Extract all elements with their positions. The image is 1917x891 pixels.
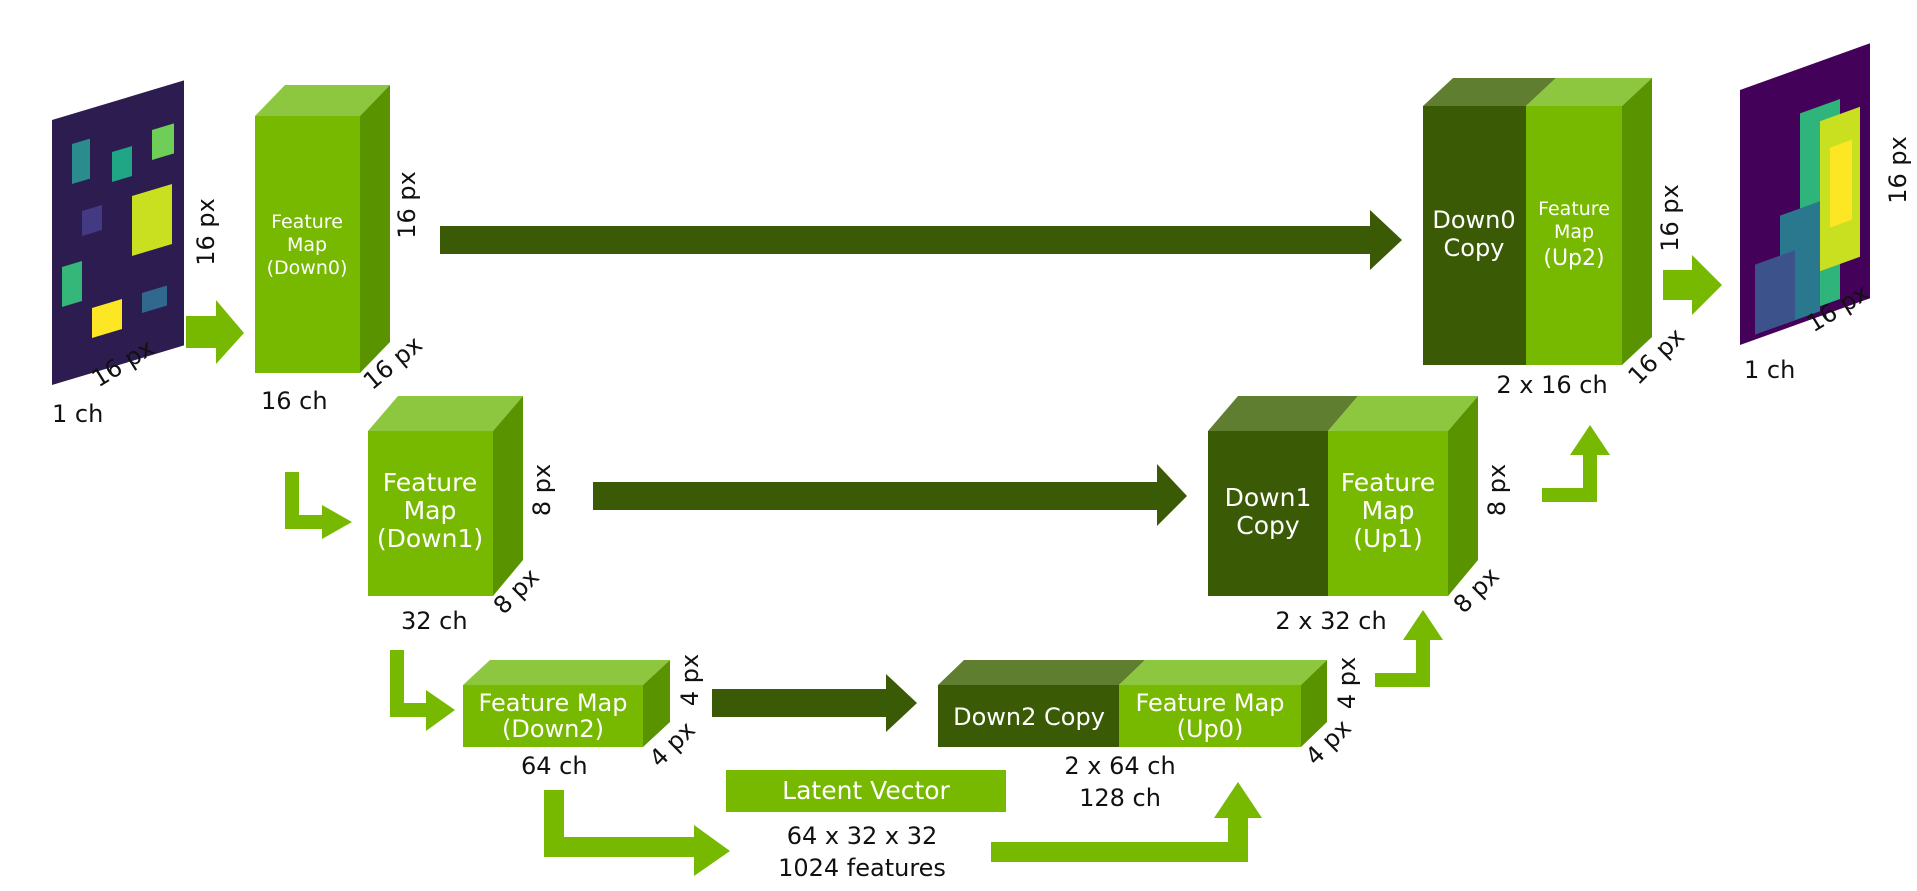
up0-map-part [1119,685,1301,747]
down0-size-label: 16 px [393,171,421,239]
down2-channels-label: 64 ch [521,752,588,780]
up2-map-label-line3: (Up2) [1543,246,1604,271]
arrow-up0-to-up1 [1375,635,1430,687]
arrow-down2-to-latent [544,790,700,857]
up1-copy-label-line1: Down1 [1225,483,1312,512]
arrow-input-to-down0 [186,300,244,364]
skip-arrow-down0 [440,210,1402,270]
up2-copy-label-line2: Copy [1444,234,1505,262]
down0-label-line3: (Down0) [267,257,348,279]
up2-copy-label-line1: Down0 [1432,206,1515,234]
arrow-down0-to-down1 [285,472,325,529]
up1-map-part [1328,431,1448,596]
latent-dims-label: 64 x 32 x 32 [787,822,938,850]
latent-features-label: 1024 features [778,854,946,882]
down2-label-line2: (Down2) [502,715,604,743]
up0-channels-label-2: 128 ch [1079,784,1161,812]
up1-map-label-line3: (Up1) [1353,524,1423,553]
down0-label-line1: Feature [271,211,343,233]
up1-map-label-line1: Feature [1341,468,1435,497]
block-up1: Down1 Copy Feature Map (Up1) [1208,396,1478,596]
down0-channels-label: 16 ch [261,387,328,415]
block-up2: Down0 Copy Feature Map (Up2) [1423,78,1652,365]
latent-vector-box [726,770,1006,812]
down1-channels-label: 32 ch [401,607,468,635]
down2-label-line1: Feature Map [479,689,628,717]
input-image [52,80,184,385]
up2-map-label-line1: Feature [1538,198,1610,220]
arrow-down1-to-down2 [390,650,430,717]
block-down1: Feature Map (Down1) [368,396,523,596]
up1-channels-label: 2 x 32 ch [1275,607,1386,635]
down0-label-line2: Map [287,234,327,256]
block-up0: Down2 Copy Feature Map (Up0) [938,660,1327,747]
latent-vector-label: Latent Vector [782,776,950,805]
up2-map-part [1526,106,1622,365]
down1-size-label: 8 px [528,464,556,516]
arrow-latent-to-up0 [991,808,1248,862]
down1-label-line1: Feature [383,468,477,497]
skip-arrow-down2 [712,674,917,732]
up0-size-label: 4 px [1333,657,1361,709]
output-image [1740,43,1870,345]
block-down2: Feature Map (Down2) [463,660,670,747]
up1-copy-label-line2: Copy [1236,511,1300,540]
up1-map-label-line2: Map [1362,496,1415,525]
down1-label-line3: (Down1) [377,524,483,553]
up1-size-label: 8 px [1483,464,1511,516]
up0-map-label-line1: Feature Map [1136,689,1285,717]
arrow-up1-to-up2 [1542,450,1597,502]
skip-arrow-down1 [593,464,1187,526]
block-down0: Feature Map (Down0) [255,85,390,373]
up2-channels-label: 2 x 16 ch [1496,371,1607,399]
down1-label-line2: Map [404,496,457,525]
output-size-label: 16 px [1884,136,1912,204]
down2-size-label: 4 px [676,654,704,706]
arrow-up2-to-output [1663,255,1722,315]
up0-copy-label: Down2 Copy [953,703,1105,731]
up2-copy-part [1423,106,1526,365]
up2-size-label: 16 px [1656,184,1684,252]
up0-map-label-line2: (Up0) [1177,715,1244,743]
input-channels-label: 1 ch [52,400,103,428]
output-channels-label: 1 ch [1744,356,1795,384]
up2-map-label-line2: Map [1554,221,1594,243]
input-size-label: 16 px [192,198,220,266]
up1-copy-part [1208,431,1328,596]
up0-copy-part [938,685,1119,747]
up0-channels-label: 2 x 64 ch [1064,752,1175,780]
